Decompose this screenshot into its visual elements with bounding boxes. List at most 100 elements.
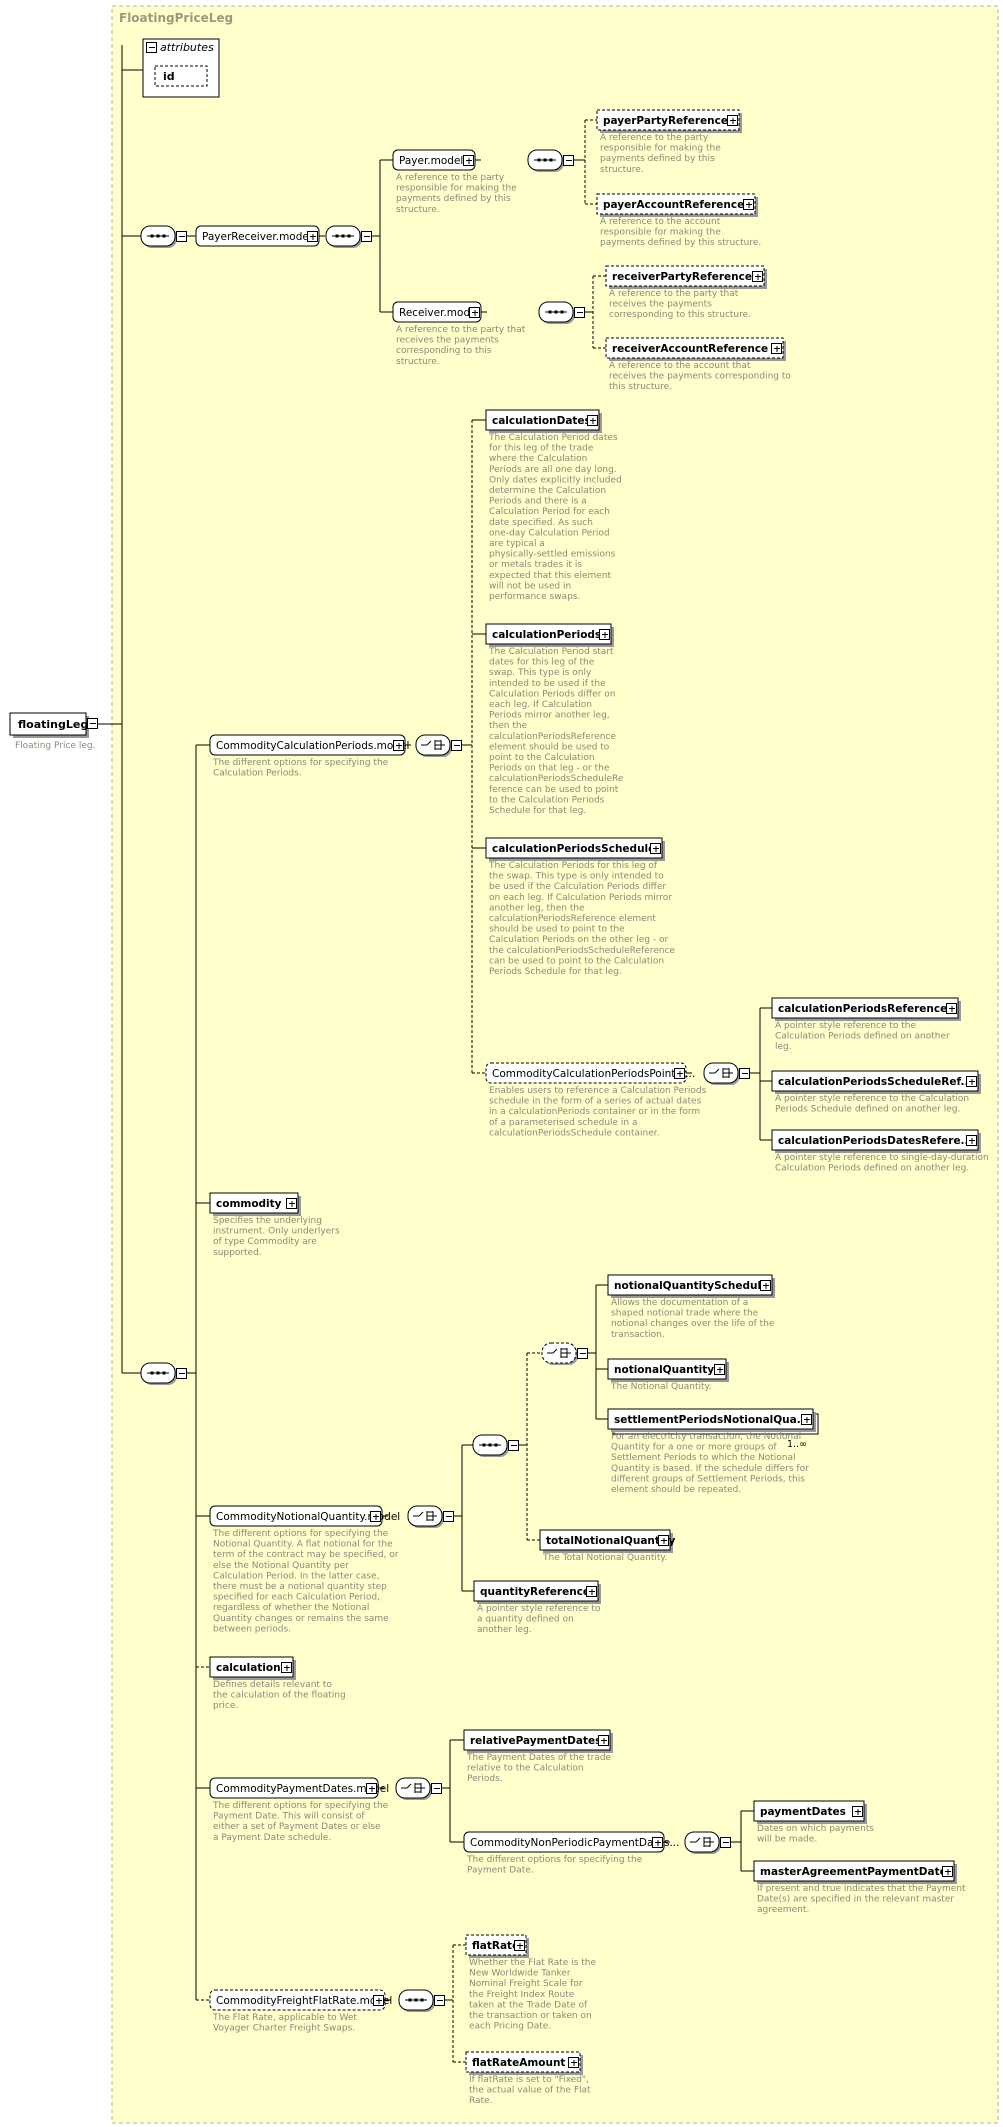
root-node[interactable]: floatingLeg	[9, 712, 89, 738]
expand-ccp-icon[interactable]	[393, 740, 404, 751]
root-sequence-1	[140, 225, 177, 248]
expand-flatRate-icon[interactable]	[514, 1940, 525, 1951]
expand-cnq-icon[interactable]	[370, 1511, 381, 1522]
nq-choice-collapse-icon[interactable]	[577, 1348, 588, 1359]
doc-nq: The Notional Quantity.	[610, 1382, 711, 1392]
node-tnq[interactable]: totalNotionalQuantity	[539, 1529, 676, 1553]
node-calculation[interactable]: calculation	[209, 1656, 296, 1680]
expand-receiverAccount-icon[interactable]	[771, 343, 782, 354]
label-cpd: CommodityPaymentDates.model	[216, 1783, 389, 1795]
node-cffr[interactable]: CommodityFreightFlatRate.model	[209, 1989, 392, 2011]
expand-spnq-icon[interactable]	[801, 1414, 812, 1425]
doc-cpPointer: Enables users to reference a Calculation…	[489, 1086, 707, 1138]
expand-mapd-icon[interactable]	[942, 1866, 953, 1877]
node-spnq[interactable]: settlementPeriodsNotionalQua...	[607, 1408, 819, 1435]
label-receiver: Receiver.model	[399, 307, 480, 319]
node-qtyRef[interactable]: quantityReference	[473, 1580, 601, 1604]
node-cpRef[interactable]: calculationPeriodsReference	[771, 997, 961, 1021]
node-payerParty[interactable]: payerPartyReference	[596, 109, 742, 133]
ccp-choice-collapse-icon[interactable]	[451, 740, 462, 751]
node-cnq[interactable]: CommodityNotionalQuantity.model	[209, 1505, 400, 1527]
pointer-choice-collapse-icon[interactable]	[739, 1068, 750, 1079]
ccp-choice	[415, 734, 452, 757]
expand-receiver-icon[interactable]	[469, 307, 480, 318]
root-sequence-1-collapse-icon[interactable]	[176, 231, 187, 242]
cnq-choice-collapse-icon[interactable]	[443, 1511, 454, 1522]
node-calcSched[interactable]: calculationPeriodsSchedule	[485, 837, 665, 861]
label-payerAccount: payerAccountReference	[603, 199, 744, 211]
expand-receiverParty-icon[interactable]	[752, 271, 763, 282]
node-cpPointer[interactable]: CommodityCalculationPeriodsPointer...	[485, 1062, 695, 1084]
receiver-sequence-collapse-icon[interactable]	[574, 307, 585, 318]
expand-calcPeriods-icon[interactable]	[599, 629, 610, 640]
expand-payDates-icon[interactable]	[852, 1806, 863, 1817]
node-cpSchedRef[interactable]: calculationPeriodsScheduleRef...	[771, 1070, 981, 1094]
node-payer[interactable]: Payer.model	[392, 149, 476, 171]
cffr-sequence-collapse-icon[interactable]	[434, 1995, 445, 2006]
expand-cffr-icon[interactable]	[373, 1995, 384, 2006]
node-cpDatesRef[interactable]: calculationPeriodsDatesRefere...	[771, 1129, 981, 1153]
expand-cpPointer-icon[interactable]	[674, 1068, 685, 1079]
node-ccp[interactable]: CommodityCalculationPeriods.model	[209, 734, 409, 756]
expand-relPay-icon[interactable]	[598, 1735, 609, 1746]
node-receiverParty[interactable]: receiverPartyReference	[605, 265, 767, 289]
attribute-id: id	[163, 70, 175, 83]
node-nq[interactable]: notionalQuantity	[607, 1358, 729, 1382]
attributes-collapse-icon[interactable]	[146, 42, 157, 53]
attributes-title: attributes	[160, 41, 214, 54]
node-commodity[interactable]: commodity	[209, 1192, 301, 1216]
expand-nq-icon[interactable]	[714, 1364, 725, 1375]
expand-qtyRef-icon[interactable]	[586, 1586, 597, 1597]
label-calculation: calculation	[216, 1662, 281, 1674]
node-payDates[interactable]: paymentDates	[753, 1800, 867, 1824]
expand-tnq-icon[interactable]	[658, 1535, 669, 1546]
cpd-choice-collapse-icon[interactable]	[431, 1783, 442, 1794]
doc-cnq: The different options for specifying the…	[212, 1529, 399, 1634]
expand-payerreceiver-icon[interactable]	[307, 231, 318, 242]
cnppd-choice-collapse-icon[interactable]	[720, 1837, 731, 1848]
root-collapse-icon[interactable]	[87, 718, 98, 729]
doc-tnq: The Total Notional Quantity.	[542, 1553, 667, 1563]
label-relPay: relativePaymentDates	[470, 1735, 601, 1747]
label-payer: Payer.model	[399, 155, 463, 167]
doc-cpSchedRef: A pointer style reference to the Calcula…	[775, 1094, 969, 1115]
expand-flatRateAmount-icon[interactable]	[568, 2057, 579, 2068]
expand-calculation-icon[interactable]	[281, 1662, 292, 1673]
expand-payer-icon[interactable]	[463, 155, 474, 166]
payerreceiver-sequence-collapse-icon[interactable]	[361, 231, 372, 242]
node-receiver[interactable]: Receiver.model	[392, 301, 482, 323]
node-mapd[interactable]: masterAgreementPaymentDates	[753, 1860, 957, 1884]
node-payerAccount[interactable]: payerAccountReference	[596, 193, 758, 217]
expand-cpSchedRef-icon[interactable]	[966, 1076, 977, 1087]
expand-calcSched-icon[interactable]	[650, 843, 661, 854]
node-calcPeriods[interactable]: calculationPeriods	[485, 623, 614, 647]
node-payerreceiver[interactable]: PayerReceiver.model	[195, 225, 320, 247]
node-flatRateAmount[interactable]: flatRateAmount	[465, 2051, 583, 2075]
expand-nqSched-icon[interactable]	[760, 1280, 771, 1291]
label-cpSchedRef: calculationPeriodsScheduleRef...	[778, 1076, 972, 1088]
doc-cnppd: The different options for specifying the…	[466, 1855, 643, 1876]
expand-cpDatesRef-icon[interactable]	[966, 1135, 977, 1146]
node-cpd[interactable]: CommodityPaymentDates.model	[209, 1777, 389, 1799]
expand-payerAccount-icon[interactable]	[743, 199, 754, 210]
node-receiverAccount[interactable]: receiverAccountReference	[605, 337, 786, 361]
payerreceiver-sequence	[325, 225, 362, 248]
expand-calcDates-icon[interactable]	[587, 415, 598, 426]
root-sequence-2-collapse-icon[interactable]	[176, 1368, 187, 1379]
node-nqSched[interactable]: notionalQuantitySchedule	[607, 1274, 775, 1298]
expand-cpRef-icon[interactable]	[946, 1003, 957, 1014]
node-relPay[interactable]: relativePaymentDates	[463, 1729, 613, 1753]
node-cnppd[interactable]: CommodityNonPeriodicPaymentDates...	[463, 1831, 679, 1853]
expand-payerParty-icon[interactable]	[727, 115, 738, 126]
payer-sequence-collapse-icon[interactable]	[563, 155, 574, 166]
nq-sequence-collapse-icon[interactable]	[508, 1440, 519, 1451]
expand-commodity-icon[interactable]	[286, 1198, 297, 1209]
expand-cpd-icon[interactable]	[366, 1783, 377, 1794]
expand-cnppd-icon[interactable]	[652, 1837, 663, 1848]
node-calcDates[interactable]: calculationDates	[485, 409, 602, 433]
